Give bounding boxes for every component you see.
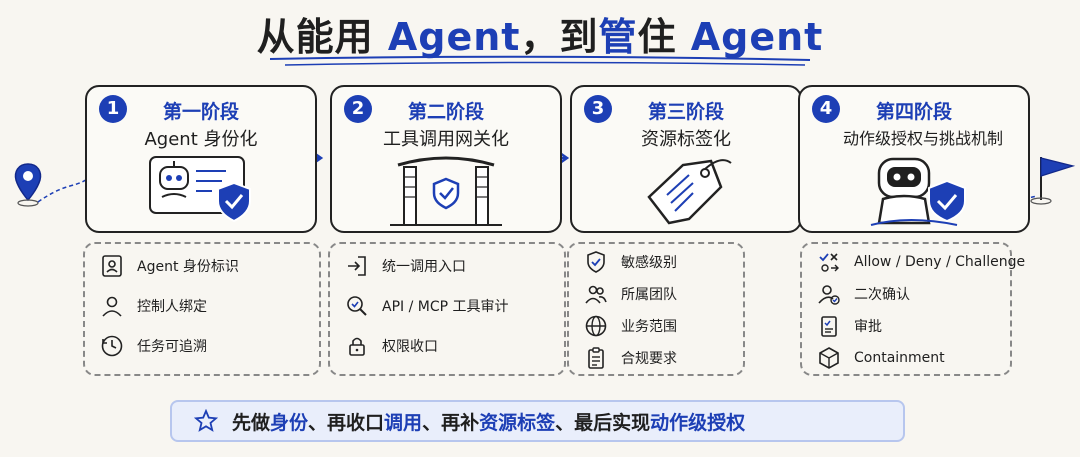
title-agent-1: Agent — [387, 15, 521, 59]
stage-label: 第四阶段 — [875, 101, 952, 123]
stage-subtitle: 动作级授权与挑战机制 — [842, 129, 1003, 148]
title-text: 从能用 — [256, 15, 388, 59]
gateway-arch-icon — [390, 156, 502, 226]
tag-icon — [647, 159, 732, 225]
location-pin-icon — [14, 163, 89, 207]
stage-label: 第三阶段 — [647, 101, 724, 123]
item-label: Allow / Deny / Challenge — [854, 254, 1026, 270]
stage-label: 第二阶段 — [407, 101, 484, 123]
stage-number-badge: 4 — [812, 95, 840, 123]
list-item: 敏感级别 — [583, 248, 677, 276]
title-agent-2: Agent — [690, 15, 824, 59]
shield-check-icon — [587, 251, 605, 273]
item-label: 权限收口 — [382, 339, 438, 355]
title-guan: 管 — [598, 15, 638, 59]
title-text: 住 — [637, 15, 691, 59]
list-item: 权限收口 — [344, 332, 438, 360]
item-label: 业务范围 — [621, 319, 677, 335]
stage-1-details: Agent 身份标识 控制人绑定 任务可追溯 — [83, 242, 321, 376]
list-item: Agent 身份标识 — [99, 252, 239, 280]
list-item: 二次确认 — [816, 280, 910, 308]
sign-in-icon — [348, 256, 366, 276]
list-item: Containment — [816, 344, 945, 372]
list-item: 所属团队 — [583, 280, 677, 308]
stage-number-badge: 2 — [344, 95, 372, 123]
item-label: 敏感级别 — [621, 255, 677, 271]
flag-icon — [1016, 157, 1076, 205]
stage-subtitle: 工具调用网关化 — [383, 129, 509, 150]
list-item: 审批 — [816, 312, 882, 340]
team-icon — [585, 285, 607, 304]
list-item: 业务范围 — [583, 312, 677, 340]
search-audit-icon — [347, 296, 367, 316]
approval-checklist-icon — [821, 316, 837, 337]
list-item: 统一调用入口 — [344, 252, 466, 280]
item-label: 二次确认 — [854, 287, 910, 303]
allow-deny-icon — [819, 253, 839, 272]
stage-subtitle: Agent 身份化 — [144, 129, 258, 150]
stage-subtitle: 资源标签化 — [641, 129, 731, 150]
stage-number-badge: 3 — [584, 95, 612, 123]
stage-3-details: 敏感级别 所属团队 业务范围 合规要求 — [567, 242, 745, 376]
stage-number-badge: 1 — [99, 95, 127, 123]
item-label: API / MCP 工具审计 — [382, 299, 509, 315]
stage-2-card: 2 第二阶段 工具调用网关化 — [330, 85, 562, 233]
clipboard-icon — [588, 347, 604, 369]
item-label: 审批 — [854, 319, 882, 335]
list-item: 合规要求 — [583, 344, 677, 372]
id-badge-icon — [102, 255, 122, 277]
item-label: 统一调用入口 — [382, 259, 466, 275]
list-item: Allow / Deny / Challenge — [816, 248, 1025, 276]
item-label: 合规要求 — [621, 351, 677, 367]
page-title: 从能用 Agent，到管住 Agent — [0, 6, 1080, 61]
item-label: Containment — [854, 350, 945, 366]
user-check-icon — [818, 285, 840, 305]
title-text: ，到 — [520, 15, 599, 59]
stage-2-details: 统一调用入口 API / MCP 工具审计 权限收口 — [328, 242, 566, 376]
star-icon — [194, 409, 218, 432]
item-label: 所属团队 — [621, 287, 677, 303]
list-item: 控制人绑定 — [99, 292, 207, 320]
stage-3-card: 3 第三阶段 资源标签化 — [570, 85, 802, 233]
list-item: API / MCP 工具审计 — [344, 292, 509, 320]
list-item: 任务可追溯 — [99, 332, 207, 360]
history-clock-icon — [101, 335, 123, 357]
stage-4-details: Allow / Deny / Challenge 二次确认 审批 Contain… — [800, 242, 1025, 376]
robot-id-card-icon — [149, 156, 251, 223]
title-underline — [269, 55, 811, 66]
globe-icon — [585, 315, 607, 337]
cube-icon — [819, 347, 839, 369]
summary-banner: 先做身份、再收口调用、再补资源标签、最后实现动作级授权 — [170, 400, 905, 442]
lock-icon — [349, 337, 365, 356]
user-icon — [102, 296, 122, 317]
stage-1-card: 1 第一阶段 Agent 身份化 — [85, 85, 317, 233]
item-label: 任务可追溯 — [137, 339, 207, 355]
item-label: 控制人绑定 — [137, 299, 207, 315]
summary-text: 先做身份、再收口调用、再补资源标签、最后实现动作级授权 — [232, 411, 746, 434]
stage-4-card: 4 第四阶段 动作级授权与挑战机制 — [798, 85, 1030, 233]
item-label: Agent 身份标识 — [137, 259, 239, 275]
robot-shield-icon — [870, 157, 966, 226]
stage-label: 第一阶段 — [162, 101, 239, 123]
